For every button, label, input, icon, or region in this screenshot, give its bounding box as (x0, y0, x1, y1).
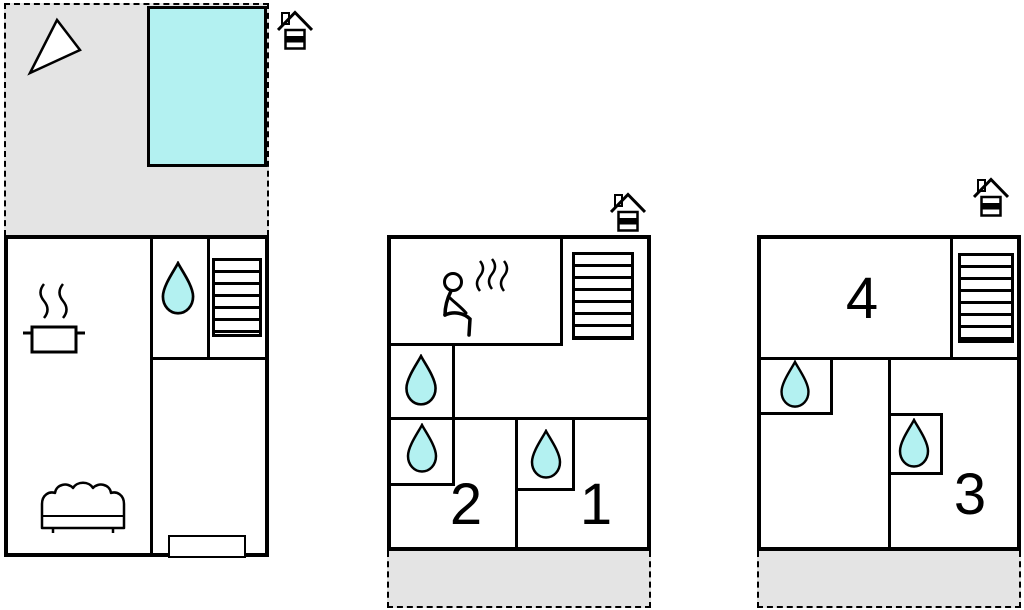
interior-wall (391, 417, 647, 420)
interior-wall (560, 239, 563, 343)
water-drop-icon (404, 423, 440, 475)
interior-wall (391, 343, 563, 346)
terrace-house-2 (387, 551, 651, 608)
stairs-icon (572, 252, 634, 340)
room-label-3: 3 (953, 462, 987, 527)
floorplan-house-2: 2 1 (387, 235, 651, 551)
interior-wall (150, 357, 265, 360)
interior-wall (888, 413, 943, 416)
interior-wall (150, 239, 153, 553)
water-drop-icon (402, 354, 440, 408)
water-drop-icon (777, 360, 813, 410)
interior-wall (950, 239, 953, 357)
interior-wall (391, 483, 455, 486)
door-marker (168, 535, 246, 558)
sofa-icon (33, 476, 133, 534)
house-with-chimney-icon (973, 177, 1009, 217)
stairs-icon (212, 258, 262, 337)
interior-wall (572, 417, 575, 491)
room-label-2: 2 (449, 472, 483, 537)
interior-wall (452, 417, 455, 486)
water-drop-icon (528, 429, 564, 481)
sauna-person-icon (428, 258, 512, 338)
sail-icon (27, 16, 83, 78)
interior-wall (830, 357, 833, 415)
stairs-icon (958, 253, 1014, 343)
interior-wall (515, 417, 518, 547)
water-drop-icon (896, 418, 932, 470)
floorplan-house-3: 4 3 (757, 235, 1021, 551)
interior-wall (207, 239, 210, 357)
room-label-1: 1 (579, 472, 613, 537)
interior-wall (888, 472, 943, 475)
floorplan-house-1 (4, 235, 269, 558)
water-drop-icon (158, 261, 198, 317)
interior-wall (940, 413, 943, 475)
house-with-chimney-icon (610, 192, 646, 232)
room-label-4: 4 (845, 266, 879, 331)
interior-wall (888, 357, 891, 547)
interior-wall (761, 412, 833, 415)
swimming-pool (147, 6, 267, 167)
house-with-chimney-icon (277, 10, 313, 50)
interior-wall (452, 343, 455, 420)
terrace-house-3 (757, 551, 1021, 608)
cooking-pot-icon (22, 282, 92, 356)
interior-wall (515, 488, 575, 491)
